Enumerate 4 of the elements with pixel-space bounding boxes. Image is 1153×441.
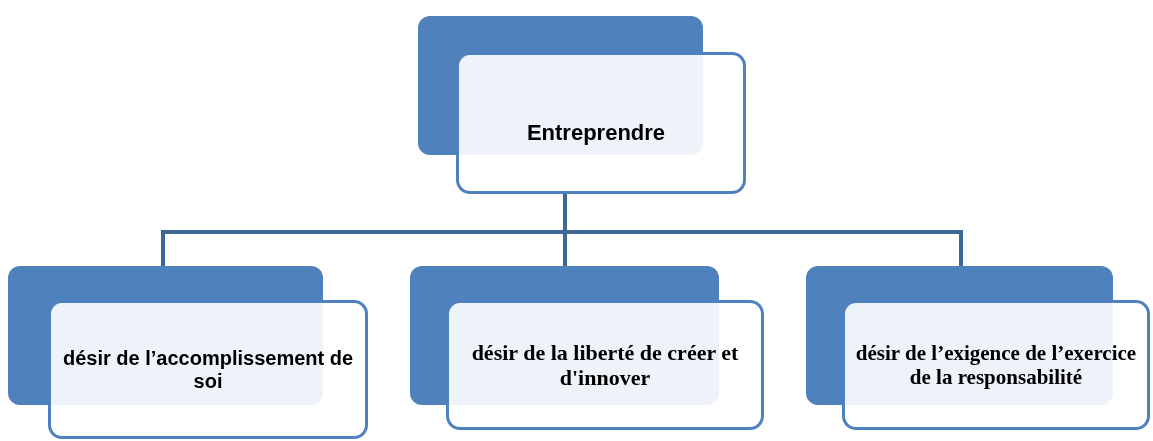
node-label: désir de l’accomplissement de soi (61, 346, 355, 393)
node-label: désir de l’exigence de l’exercice de la responsabilité (854, 340, 1138, 390)
node-label: Entreprendre (526, 120, 666, 146)
node-label: désir de la liberté de créer et d'innover (470, 339, 740, 391)
